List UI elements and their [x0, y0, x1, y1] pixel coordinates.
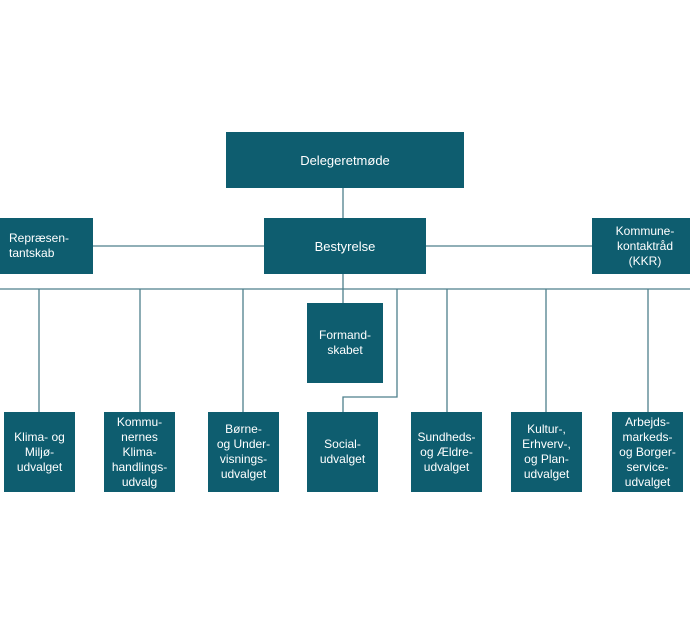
node-label: Bestyrelse: [314, 238, 376, 254]
node-label: Kommu- nernes Klima- handlings- udvalg: [111, 414, 168, 489]
node-label: Social- udvalget: [319, 437, 366, 466]
node-committee: Social- udvalget: [307, 412, 378, 492]
node-committee: Kultur-, Erhverv-, og Plan- udvalget: [511, 412, 582, 492]
node-committee: Kommu- nernes Klima- handlings- udvalg: [104, 412, 175, 492]
node-label: Sundheds- og Ældre- udvalget: [417, 429, 476, 474]
node-delegeretmoede: Delegeretmøde: [226, 132, 464, 188]
node-label: Repræsen- tantskab: [9, 231, 70, 260]
node-bestyrelse: Bestyrelse: [264, 218, 426, 274]
node-formandskabet: Formand- skabet: [307, 303, 383, 383]
node-label: Delegeretmøde: [300, 152, 390, 168]
node-repraesentantskab: Repræsen- tantskab: [0, 218, 93, 274]
node-committee: Børne- og Under- visnings- udvalget: [208, 412, 279, 492]
node-label: Formand- skabet: [318, 328, 371, 357]
connector-drop-c3: [342, 289, 398, 412]
node-committee: Klima- og Miljø- udvalget: [4, 412, 75, 492]
node-label: Arbejds- markeds- og Borger- service- ud…: [619, 414, 676, 489]
node-label: Kommune- kontaktråd (KKR): [615, 223, 675, 268]
node-label: Kultur-, Erhverv-, og Plan- udvalget: [522, 422, 571, 481]
node-kommunekontaktraad: Kommune- kontaktråd (KKR): [592, 218, 690, 274]
node-committee: Sundheds- og Ældre- udvalget: [411, 412, 482, 492]
node-label: Klima- og Miljø- udvalget: [14, 429, 65, 474]
node-label: Børne- og Under- visnings- udvalget: [216, 422, 271, 481]
node-committee: Arbejds- markeds- og Borger- service- ud…: [612, 412, 683, 492]
